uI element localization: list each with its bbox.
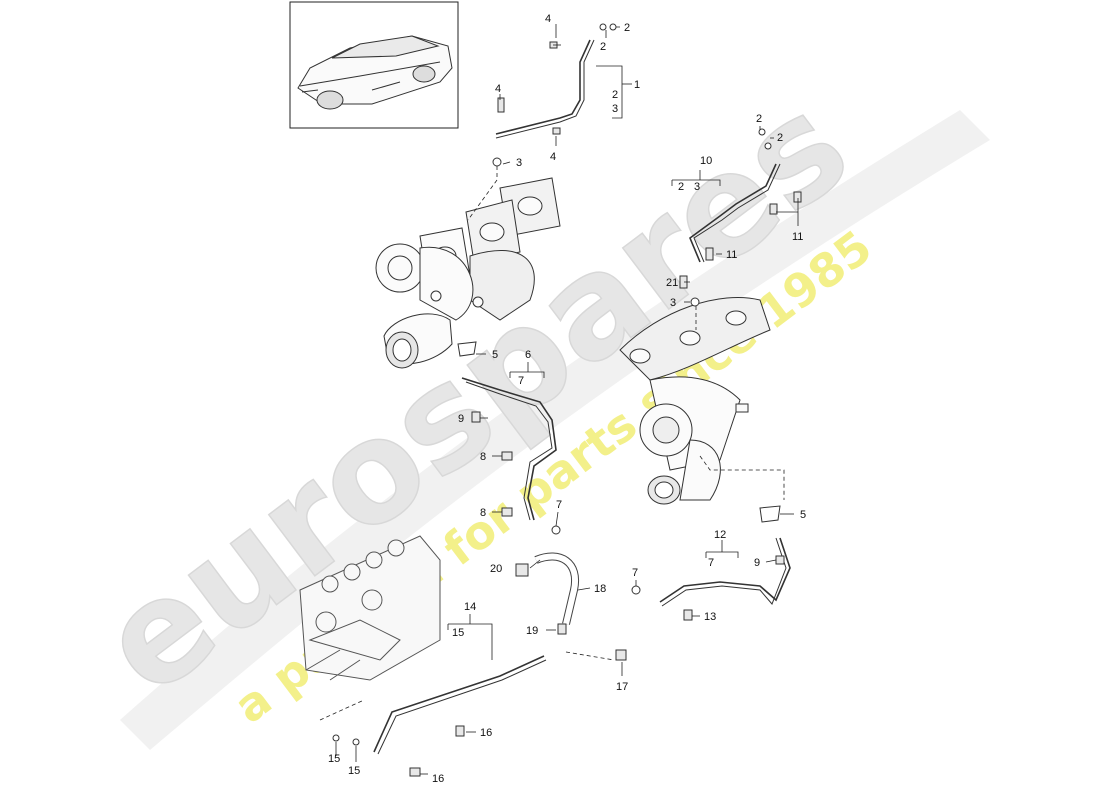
callout-5: 5 (492, 349, 498, 361)
callout-7: 7 (632, 567, 638, 579)
callout-11: 11 (792, 231, 803, 243)
callout-7: 7 (518, 375, 524, 387)
callout-2: 2 (624, 22, 630, 34)
callout-12: 12 (714, 529, 726, 541)
car-silhouette (297, 35, 453, 110)
callout-1: 1 (634, 79, 640, 91)
callout-15: 15 (328, 753, 340, 765)
callout-15: 15 (452, 627, 464, 639)
engine-block (299, 535, 441, 681)
callout-13: 13 (704, 611, 716, 623)
callout-21: 21 (666, 277, 678, 289)
callout-10: 10 (700, 155, 712, 167)
callout-7: 7 (708, 557, 714, 569)
coolant-line-14 (373, 655, 545, 753)
oil-return-line-12 (659, 537, 791, 603)
callout-3: 3 (670, 297, 676, 309)
callout-6: 6 (525, 349, 531, 361)
callout-4: 4 (495, 83, 501, 95)
callout-2: 2 (600, 41, 606, 53)
callout-4: 4 (550, 151, 556, 163)
turbocharger-right (619, 296, 771, 505)
callout-14: 14 (464, 601, 476, 613)
callout-8: 8 (480, 507, 486, 519)
callout-16: 16 (432, 773, 444, 785)
callout-4: 4 (545, 13, 551, 25)
callout-15: 15 (348, 765, 360, 777)
callout-9: 9 (754, 557, 760, 569)
callout-2: 2 (777, 132, 783, 144)
callout-2: 2 (678, 181, 684, 193)
callout-3: 3 (612, 103, 618, 115)
oil-feed-line-1 (495, 39, 591, 135)
callout-9: 9 (458, 413, 464, 425)
callout-3: 3 (516, 157, 522, 169)
callout-8: 8 (480, 451, 486, 463)
callout-11: 11 (726, 249, 737, 261)
turbocharger-left (375, 177, 561, 369)
vehicle-thumbnail (289, 1, 459, 129)
callout-20: 20 (490, 563, 502, 575)
callout-16: 16 (480, 727, 492, 739)
callout-2: 2 (612, 89, 618, 101)
watermark-brand: eurospares (72, 64, 877, 727)
leader-lines (319, 24, 799, 775)
fasteners (332, 23, 802, 777)
oil-return-line-6 (461, 377, 557, 521)
oil-feed-line-10 (689, 163, 777, 263)
oil-lines (373, 39, 791, 755)
callout-18: 18 (594, 583, 606, 595)
callout-3: 3 (694, 181, 700, 193)
callout-labels: 1 2 2 2 3 4 4 4 3 10 2 3 2 2 11 11 21 3 … (328, 13, 806, 785)
callout-5: 5 (800, 509, 806, 521)
callout-2: 2 (756, 113, 762, 125)
watermark: eurospares a passion for parts since 198… (72, 64, 990, 750)
callout-19: 19 (526, 625, 538, 637)
callout-7: 7 (556, 499, 562, 511)
callout-17: 17 (616, 681, 628, 693)
